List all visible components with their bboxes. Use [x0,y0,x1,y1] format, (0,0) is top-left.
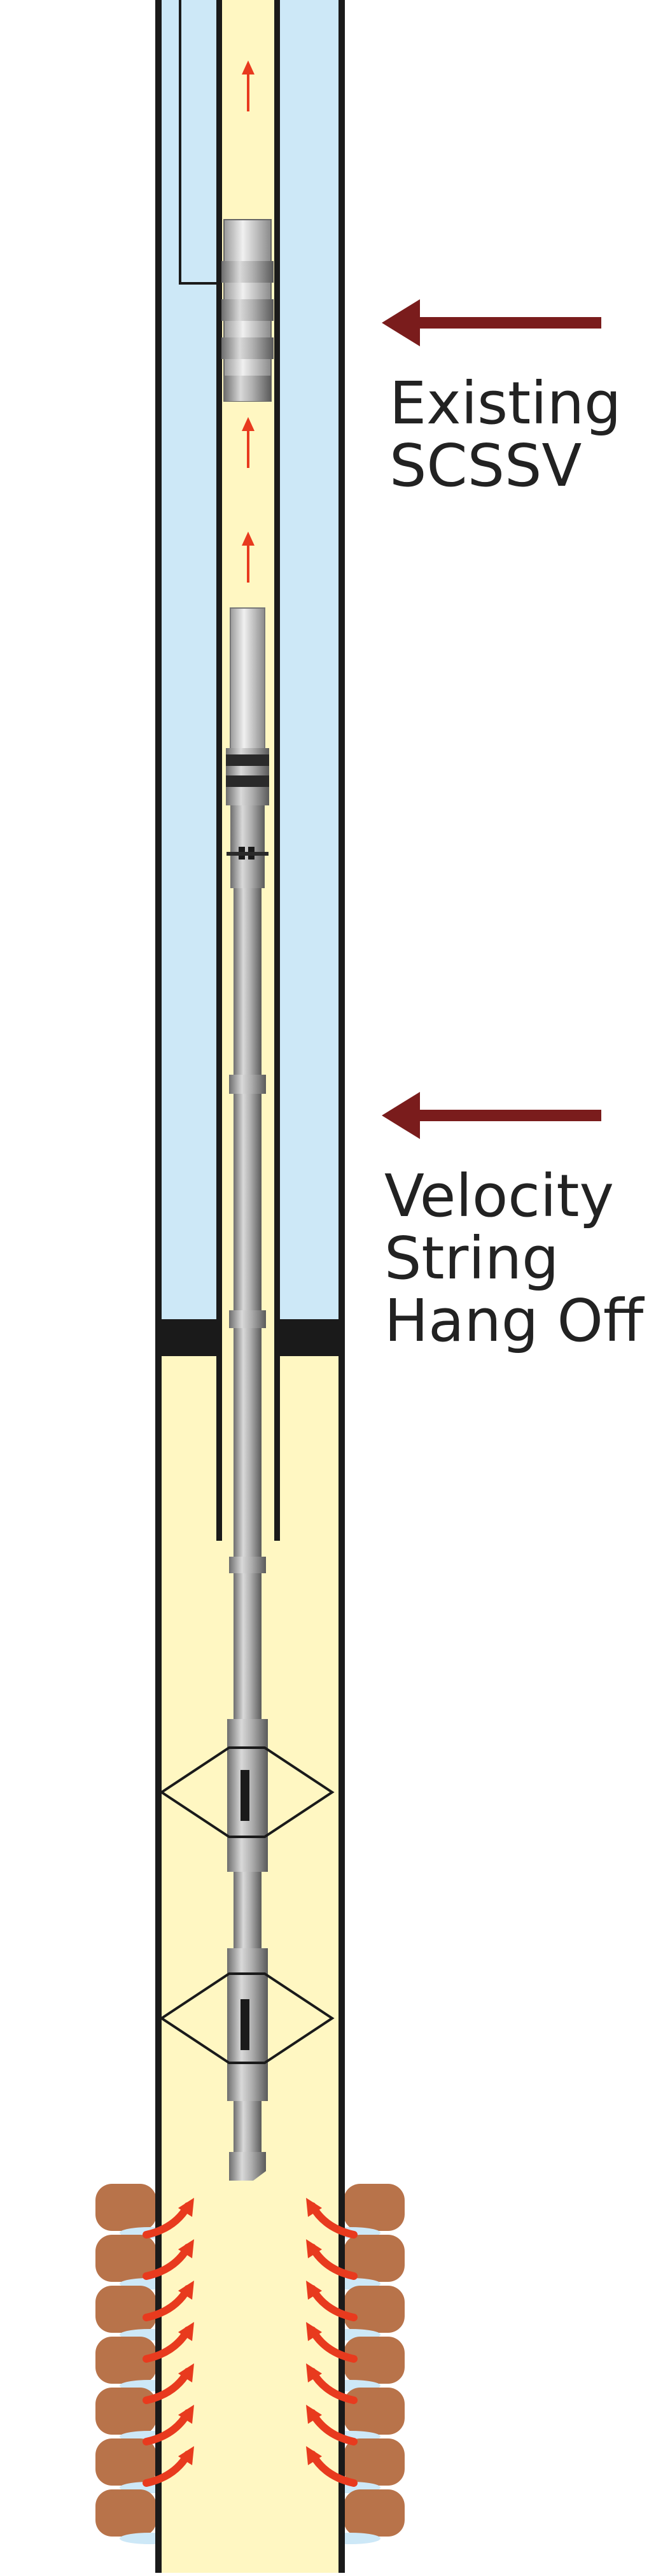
label-existing-scssv-line1: Existing [389,372,621,435]
tubing-wall-left [216,0,222,1541]
formation-block [344,2286,405,2333]
formation-block [95,2286,157,2333]
casing-wall-left [155,0,162,2573]
pointer-arrow-hang-off [382,1092,601,1139]
scssv-valve [221,220,274,401]
pointer-arrow-scssv [382,299,601,346]
formation-block [95,2438,157,2486]
formation-block [344,2489,405,2537]
casing-wall-right [338,0,345,2573]
formation-block [95,2184,157,2231]
label-hang-off-line1: Velocity [384,1165,643,1228]
formation-block [95,2489,157,2537]
label-velocity-string-hang-off: Velocity String Hang Off [384,1165,643,1352]
label-hang-off-line2: String [384,1228,643,1290]
label-existing-scssv: Existing SCSSV [389,372,621,497]
label-existing-scssv-line2: SCSSV [389,435,621,497]
label-hang-off-line3: Hang Off [384,1290,643,1352]
formation-block [344,2184,405,2231]
formation-block [95,2388,157,2435]
formation-block [344,2388,405,2435]
tubing-wall-right [274,0,280,1541]
formation-block [344,2438,405,2486]
